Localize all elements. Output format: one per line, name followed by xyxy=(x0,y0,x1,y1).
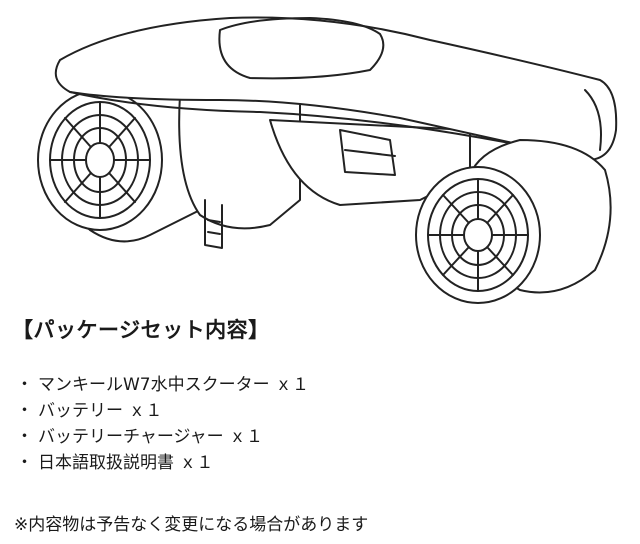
list-bullet: ・ xyxy=(16,375,33,395)
product-illustration xyxy=(37,16,618,304)
list-item-text: バッテリーチャージャー ｘ１ xyxy=(38,427,264,447)
list-item: ・マンキールW7水中スクーター ｘ１ xyxy=(16,372,309,398)
scooter-body xyxy=(54,16,618,249)
list-item-text: マンキールW7水中スクーター ｘ１ xyxy=(38,375,310,395)
list-item: ・バッテリーチャージャー ｘ１ xyxy=(16,424,309,450)
list-item: ・バッテリー ｘ１ xyxy=(16,398,309,424)
list-bullet: ・ xyxy=(16,427,33,447)
list-item-text: 日本語取扱説明書 ｘ１ xyxy=(38,453,214,473)
list-item-text: バッテリー ｘ１ xyxy=(38,401,163,421)
list-bullet: ・ xyxy=(16,453,33,473)
list-item: ・日本語取扱説明書 ｘ１ xyxy=(16,450,309,476)
list-bullet: ・ xyxy=(16,401,33,421)
contents-change-notice: ※内容物は予告なく変更になる場合があります xyxy=(14,515,369,535)
right-thruster xyxy=(415,139,612,304)
package-contents-list: ・マンキールW7水中スクーター ｘ１ ・バッテリー ｘ１ ・バッテリーチャージャ… xyxy=(16,372,309,476)
package-contents-heading: 【パッケージセット内容】 xyxy=(12,318,270,342)
